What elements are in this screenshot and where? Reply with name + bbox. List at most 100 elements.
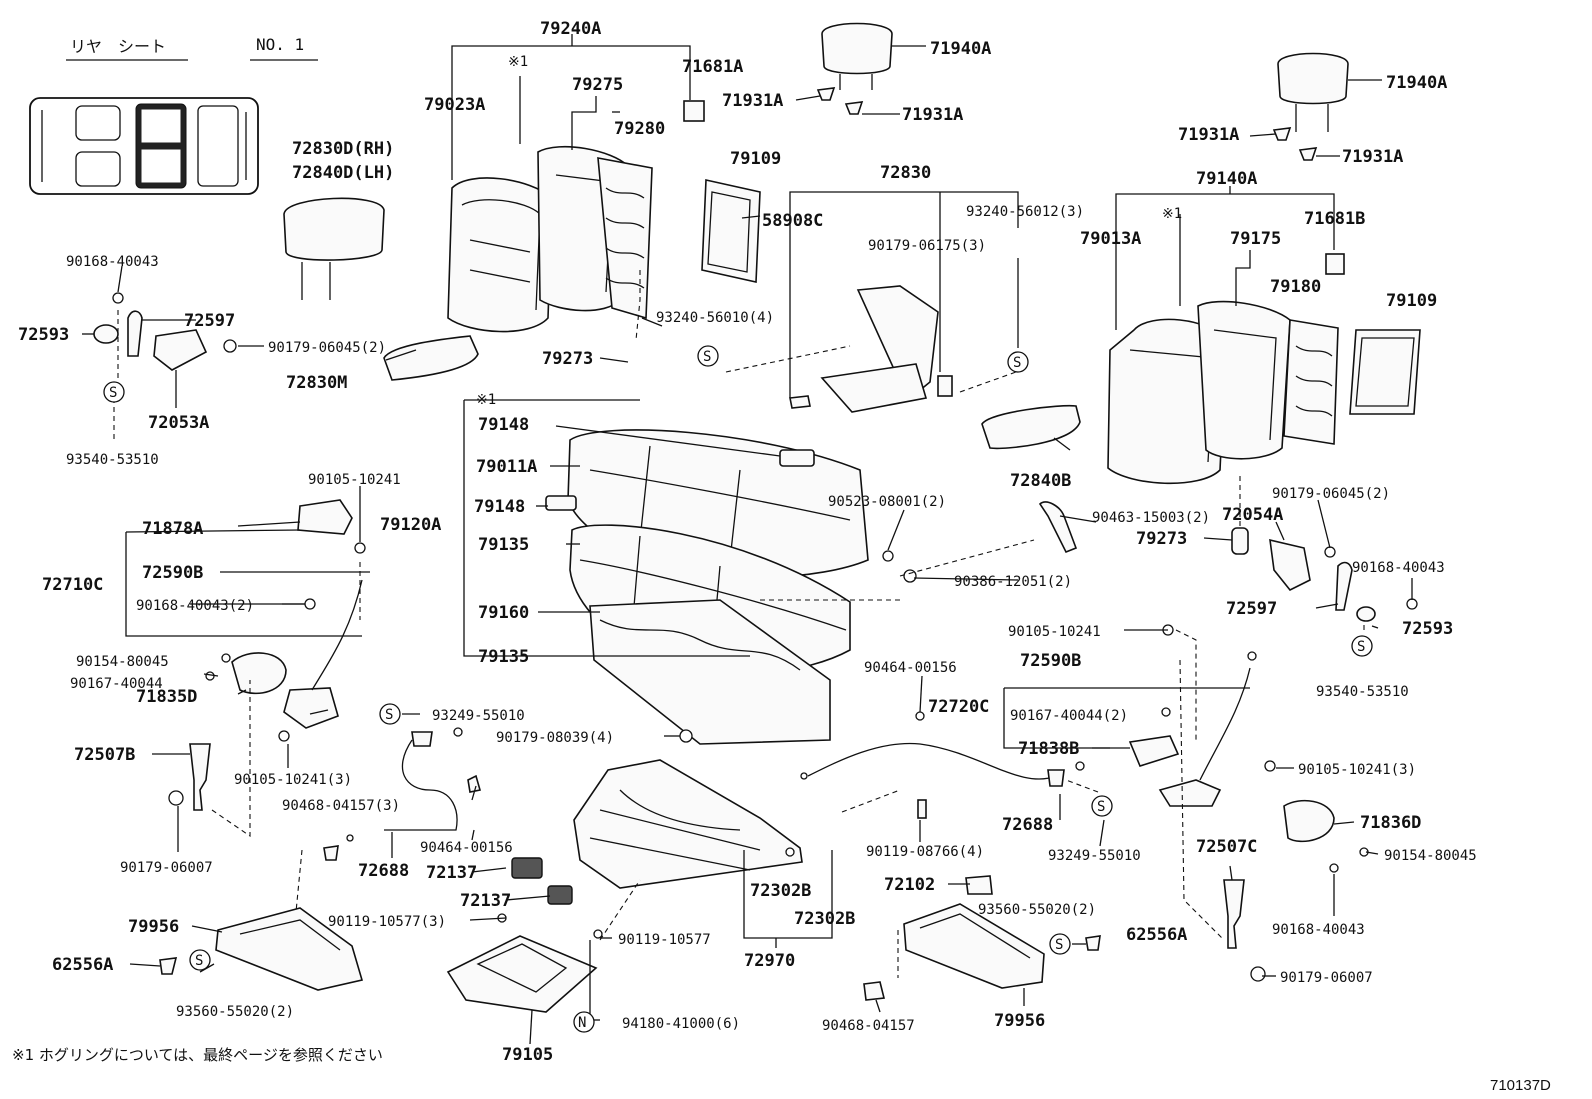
s-mark: S bbox=[195, 953, 203, 969]
armrest-72830M bbox=[383, 335, 479, 381]
s-mark: S bbox=[1013, 355, 1021, 371]
page-number: NO. 1 bbox=[256, 35, 304, 54]
part-label: ※1 bbox=[508, 54, 528, 70]
part-label: 72137 bbox=[460, 891, 511, 911]
part-label: 72710C bbox=[42, 575, 103, 595]
part-label: 90523-08001(2) bbox=[828, 494, 946, 510]
part-label: 71931A bbox=[1342, 147, 1403, 167]
s-mark: S bbox=[703, 349, 711, 365]
figure-code: 710137D bbox=[1490, 1077, 1551, 1094]
part-label: 72597 bbox=[184, 311, 235, 331]
part-label: 90179-08039(4) bbox=[496, 730, 614, 746]
part-label: 71681B bbox=[1304, 209, 1365, 229]
part-label: 90179-06007 bbox=[1280, 970, 1373, 986]
vehicle-seat-layout-inset bbox=[29, 97, 259, 195]
part-label: 62556A bbox=[52, 955, 113, 975]
part-label: 72302B bbox=[750, 881, 811, 901]
part-label: 93249-55010 bbox=[1048, 848, 1141, 864]
part-label: 90468-04157 bbox=[822, 1018, 915, 1034]
part-label: 72590B bbox=[142, 563, 203, 583]
part-label: 79135 bbox=[478, 647, 529, 667]
part-label: 79135 bbox=[478, 535, 529, 555]
part-label: 79275 bbox=[572, 75, 623, 95]
part-label: 90179-06175(3) bbox=[868, 238, 986, 254]
headrest-middle bbox=[283, 197, 385, 300]
part-label: 79011A bbox=[476, 457, 537, 477]
part-label: 90179-06045(2) bbox=[268, 340, 386, 356]
part-label: 72507C bbox=[1196, 837, 1257, 857]
part-label: 72688 bbox=[358, 861, 409, 881]
part-label: 90119-10577 bbox=[618, 932, 711, 948]
cables bbox=[346, 711, 1085, 842]
part-label: 79273 bbox=[542, 349, 593, 369]
headrest-right-upper bbox=[1272, 52, 1349, 161]
s-mark: S bbox=[109, 385, 117, 401]
part-label: ※1 bbox=[476, 392, 496, 408]
part-label: 93240-56010(4) bbox=[656, 310, 774, 326]
side-cover-right bbox=[863, 875, 1101, 1001]
part-label: 71940A bbox=[1386, 73, 1447, 93]
armrest-72840B bbox=[981, 404, 1081, 450]
part-label: 90179-06007 bbox=[120, 860, 213, 876]
part-label: 72137 bbox=[426, 863, 477, 883]
part-label: 72830 bbox=[880, 163, 931, 183]
part-label: 79148 bbox=[478, 415, 529, 435]
part-label: 71931A bbox=[722, 91, 783, 111]
part-label: 71836D bbox=[1360, 813, 1421, 833]
part-label: 72720C bbox=[928, 697, 989, 717]
part-label: 72593 bbox=[18, 325, 69, 345]
part-label: 71838B bbox=[1018, 739, 1079, 759]
part-label: 72840D(LH) bbox=[292, 163, 394, 183]
part-label: 79956 bbox=[128, 917, 179, 937]
part-label: 90167-40044(2) bbox=[1010, 708, 1128, 724]
part-label: 90179-06045(2) bbox=[1272, 486, 1390, 502]
part-label: 72840B bbox=[1010, 471, 1071, 491]
part-label: 72688 bbox=[1002, 815, 1053, 835]
part-label: 71931A bbox=[902, 105, 963, 125]
part-label: 90168-40043 bbox=[1352, 560, 1445, 576]
part-label: 90105-10241(3) bbox=[1298, 762, 1416, 778]
part-label: 90105-10241(3) bbox=[234, 772, 352, 788]
s-mark: S bbox=[1357, 639, 1365, 655]
part-labels: 79240A ※1 79275 71681A 79023A 79280 7194… bbox=[18, 19, 1477, 1065]
part-label: 90168-40043 bbox=[1272, 922, 1365, 938]
part-label: 90154-80045 bbox=[1384, 848, 1477, 864]
part-label: 79109 bbox=[1386, 291, 1437, 311]
part-label: 72507B bbox=[74, 745, 135, 765]
part-label: 72830D(RH) bbox=[292, 139, 394, 159]
part-label: 72590B bbox=[1020, 651, 1081, 671]
armrest-cupholder-72830 bbox=[789, 285, 953, 413]
part-label: 93540-53510 bbox=[66, 452, 159, 468]
part-label: 72053A bbox=[148, 413, 209, 433]
part-label: 79273 bbox=[1136, 529, 1187, 549]
right-small-parts bbox=[882, 501, 1418, 982]
s-mark: S bbox=[385, 707, 393, 723]
leader-lines bbox=[82, 34, 1413, 1045]
part-label: 71681A bbox=[682, 57, 743, 77]
seatback-right-assembly bbox=[1107, 253, 1421, 485]
part-label: 90464-00156 bbox=[864, 660, 957, 676]
part-label: 79280 bbox=[614, 119, 665, 139]
part-label: 93240-56012(3) bbox=[966, 204, 1084, 220]
part-label: 62556A bbox=[1126, 925, 1187, 945]
seal-circle-marks: S S S S S S S S N bbox=[103, 345, 1373, 1033]
header-title: リヤ シート bbox=[70, 37, 166, 56]
part-label: 79140A bbox=[1196, 169, 1257, 189]
part-label: 72054A bbox=[1222, 505, 1283, 525]
part-label: 79148 bbox=[474, 497, 525, 517]
part-label: 79120A bbox=[380, 515, 441, 535]
part-label: 71835D bbox=[136, 687, 197, 707]
part-label: 79109 bbox=[730, 149, 781, 169]
part-label: 79175 bbox=[1230, 229, 1281, 249]
part-label: 72830M bbox=[286, 373, 347, 393]
part-label: 90468-04157(3) bbox=[282, 798, 400, 814]
part-label: 90464-00156 bbox=[420, 840, 513, 856]
seatback-left-assembly bbox=[447, 100, 761, 333]
part-label: 79160 bbox=[478, 603, 529, 623]
part-label: 71940A bbox=[930, 39, 991, 59]
part-label: 94180-41000(6) bbox=[622, 1016, 740, 1032]
side-cover-left bbox=[159, 845, 364, 991]
part-label: 90105-10241 bbox=[308, 472, 401, 488]
part-label: 72102 bbox=[884, 875, 935, 895]
part-label: ※1 bbox=[1162, 206, 1182, 222]
